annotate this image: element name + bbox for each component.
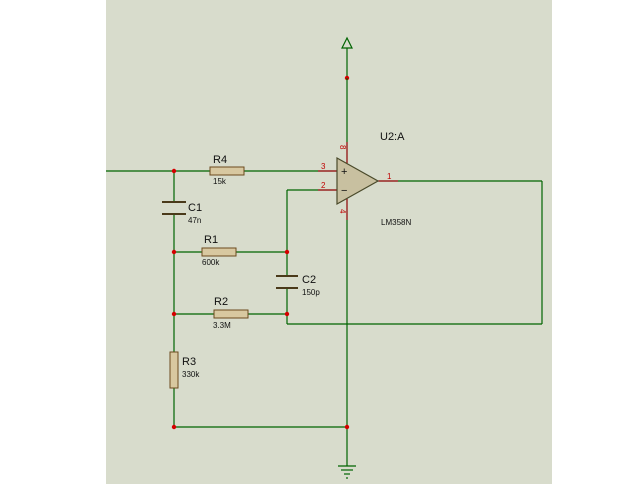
r1-value: 600k [202, 258, 220, 267]
ground-terminal-icon[interactable] [338, 465, 356, 479]
resistor-r2[interactable]: R2 3.3M [213, 296, 249, 330]
wires [106, 78, 543, 466]
pin-1-label: 1 [387, 172, 392, 181]
r4-value: 15k [213, 177, 227, 186]
r4-ref: R4 [213, 154, 227, 166]
capacitor-c2[interactable]: C2 150p [276, 274, 320, 297]
plus-sign: + [341, 166, 347, 178]
resistor-r1[interactable]: R1 600k [201, 234, 237, 267]
opamp-model: LM358N [381, 218, 411, 227]
capacitor-c1[interactable]: C1 47n [162, 201, 202, 225]
pin-8-label: 8 [338, 145, 347, 150]
c1-ref: C1 [188, 202, 202, 214]
r2-value: 3.3M [213, 321, 231, 330]
r3-value: 330k [182, 370, 200, 379]
sheet-area [106, 0, 552, 484]
pin-3-label: 3 [321, 162, 326, 171]
pin-4-label: 4 [338, 209, 347, 214]
resistor-r4[interactable]: R4 15k [209, 154, 245, 186]
c1-value: 47n [188, 216, 201, 225]
r1-ref: R1 [204, 234, 218, 246]
c2-value: 150p [302, 288, 320, 297]
opamp-ref: U2:A [380, 131, 405, 143]
pin-2-label: 2 [321, 181, 326, 190]
minus-sign: − [341, 185, 347, 197]
opamp-u2a[interactable]: + − 3 2 1 8 4 U2:A LM358N [318, 131, 411, 227]
c2-ref: C2 [302, 274, 316, 286]
junction-nodes [171, 168, 350, 430]
r3-ref: R3 [182, 356, 196, 368]
r2-ref: R2 [214, 296, 228, 308]
resistor-r3[interactable]: R3 330k [169, 351, 200, 389]
